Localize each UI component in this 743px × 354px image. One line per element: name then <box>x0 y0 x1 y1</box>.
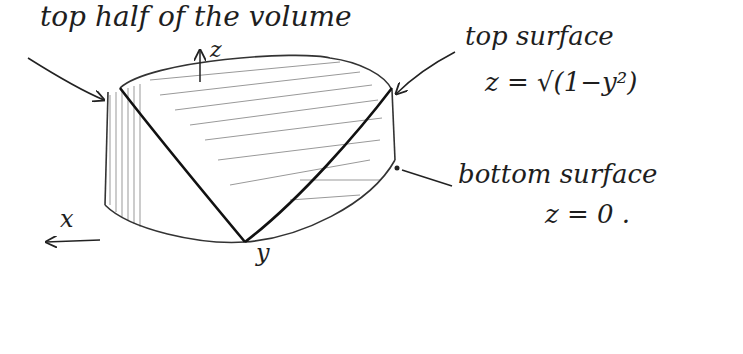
annotation-label: bottom surface <box>458 160 657 189</box>
annotation-label: top half of the volume <box>40 2 352 33</box>
leader-dot <box>395 166 400 171</box>
annotation-label: z = √(1−y²) <box>485 68 637 97</box>
leader-arrow <box>28 58 104 100</box>
leader-arrow <box>396 52 455 94</box>
hatching <box>110 62 382 227</box>
z-axis <box>199 50 201 82</box>
annotation-label: top surface <box>465 22 614 51</box>
annotation-label: y <box>256 240 270 266</box>
axes-and-leaders <box>28 50 455 242</box>
annotation-label: x <box>60 206 74 232</box>
annotation-label: z <box>210 38 222 62</box>
intersection-curve <box>120 88 392 242</box>
x-axis <box>46 240 100 242</box>
annotation-label: z = 0 . <box>545 200 630 229</box>
leader-line <box>402 170 452 186</box>
cylinder-outline <box>105 55 395 242</box>
